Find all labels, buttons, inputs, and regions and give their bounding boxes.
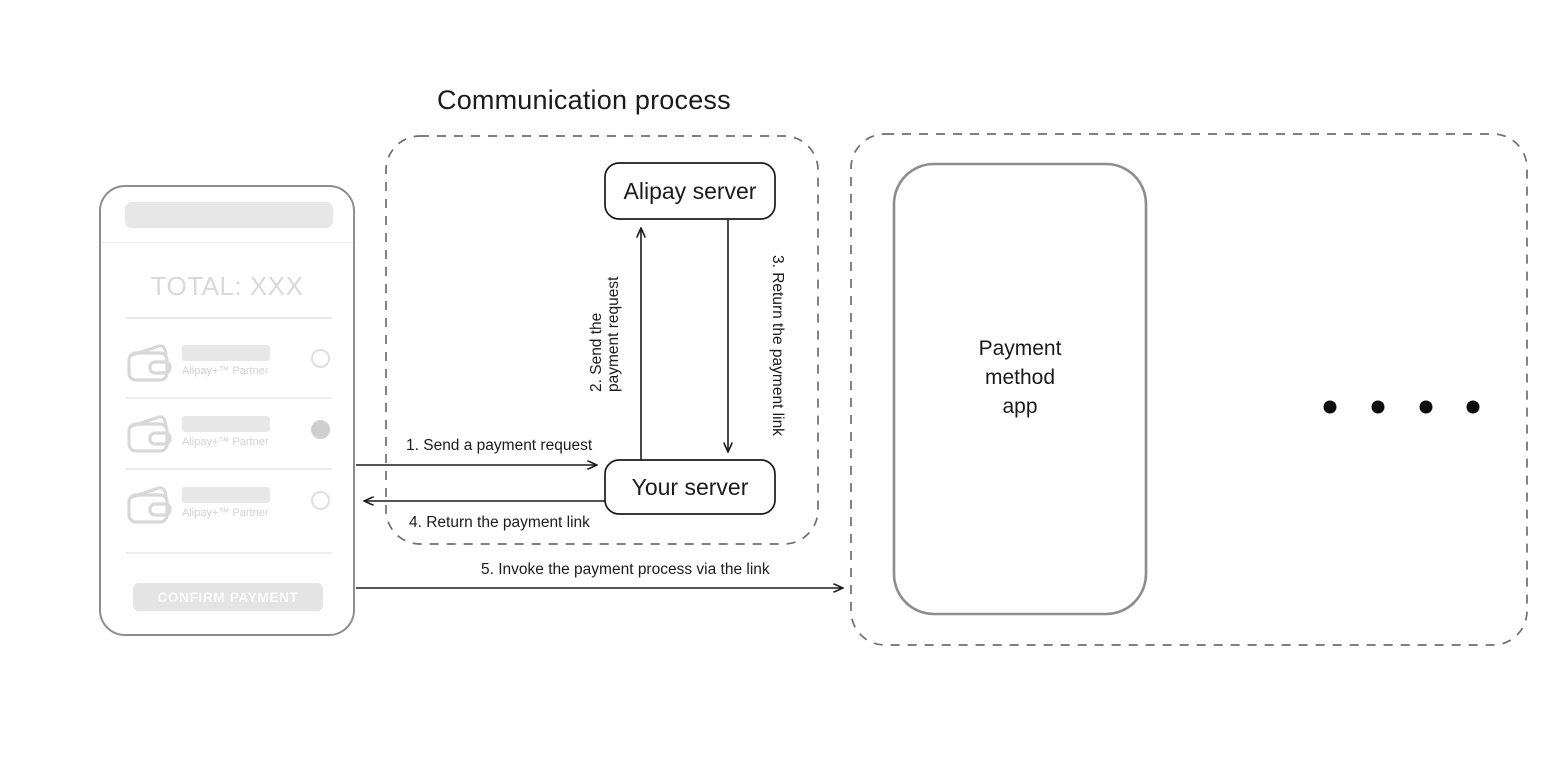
- ellipsis-dot: [1371, 400, 1385, 414]
- alipay-server-label: Alipay server: [623, 178, 757, 204]
- phone-total-divider: [126, 317, 332, 319]
- step-2-line-2: payment request: [605, 276, 622, 392]
- confirm-payment-button[interactable]: CONFIRM PAYMENT: [133, 583, 323, 611]
- wallet-icon: [127, 415, 172, 453]
- phone-header-divider: [101, 242, 353, 243]
- payment-partner-label: Alipay+™ Partner: [182, 365, 269, 377]
- payment-app-line-1: Payment: [978, 337, 1062, 360]
- payment-method-radio[interactable]: [311, 349, 330, 368]
- phone-topbar-placeholder: [125, 202, 333, 228]
- payment-method-name-placeholder: [182, 345, 270, 361]
- step-3-line-1: 3. Return the: [769, 255, 786, 345]
- checkout-phone-mockup: TOTAL: XXX Alipay+™ Partner Alipay+™ Par…: [99, 185, 355, 636]
- step-3-label: 3. Return the payment link: [769, 255, 786, 436]
- payment-app-line-3: app: [1002, 395, 1038, 418]
- your-server-label: Your server: [631, 474, 749, 500]
- step-2-line-1: 2. Send the: [588, 312, 605, 392]
- payment-method-radio[interactable]: [311, 491, 330, 510]
- step-1-label: 1. Send a payment request: [406, 437, 593, 454]
- payment-row-divider: [126, 397, 332, 399]
- ellipsis-dot: [1466, 400, 1480, 414]
- payment-row-divider: [126, 468, 332, 470]
- phone-footer-divider: [126, 552, 332, 554]
- payment-method-app-label: Payment method app: [893, 334, 1147, 421]
- step-5-label: 5. Invoke the payment process via the li…: [481, 561, 770, 578]
- payment-method-row[interactable]: Alipay+™ Partner: [126, 469, 332, 539]
- page-title: Communication process: [437, 85, 731, 115]
- step-4-label: 4. Return the payment link: [409, 514, 590, 531]
- wallet-icon: [127, 344, 172, 382]
- wallet-icon: [127, 486, 172, 524]
- payment-partner-label: Alipay+™ Partner: [182, 436, 269, 448]
- payment-partner-label: Alipay+™ Partner: [182, 507, 269, 519]
- payment-app-line-2: method: [984, 366, 1056, 389]
- payment-apps-container: [850, 133, 1528, 646]
- payment-method-app-phone: [892, 162, 1148, 616]
- ellipsis-dot: [1323, 400, 1337, 414]
- phone-total-amount: TOTAL: XXX: [150, 271, 304, 301]
- communication-process-container: [385, 135, 819, 545]
- payment-method-name-placeholder: [182, 416, 270, 432]
- payment-method-name-placeholder: [182, 487, 270, 503]
- step-2-label: 2. Send the payment request: [588, 277, 622, 392]
- ellipsis-dot: [1419, 400, 1433, 414]
- payment-method-radio-selected[interactable]: [311, 420, 330, 439]
- step-3-line-2: payment link: [769, 348, 786, 436]
- payment-method-row[interactable]: Alipay+™ Partner: [126, 327, 332, 397]
- alipay-server-node: [604, 162, 776, 220]
- payment-method-row[interactable]: Alipay+™ Partner: [126, 398, 332, 468]
- your-server-node: [604, 459, 776, 515]
